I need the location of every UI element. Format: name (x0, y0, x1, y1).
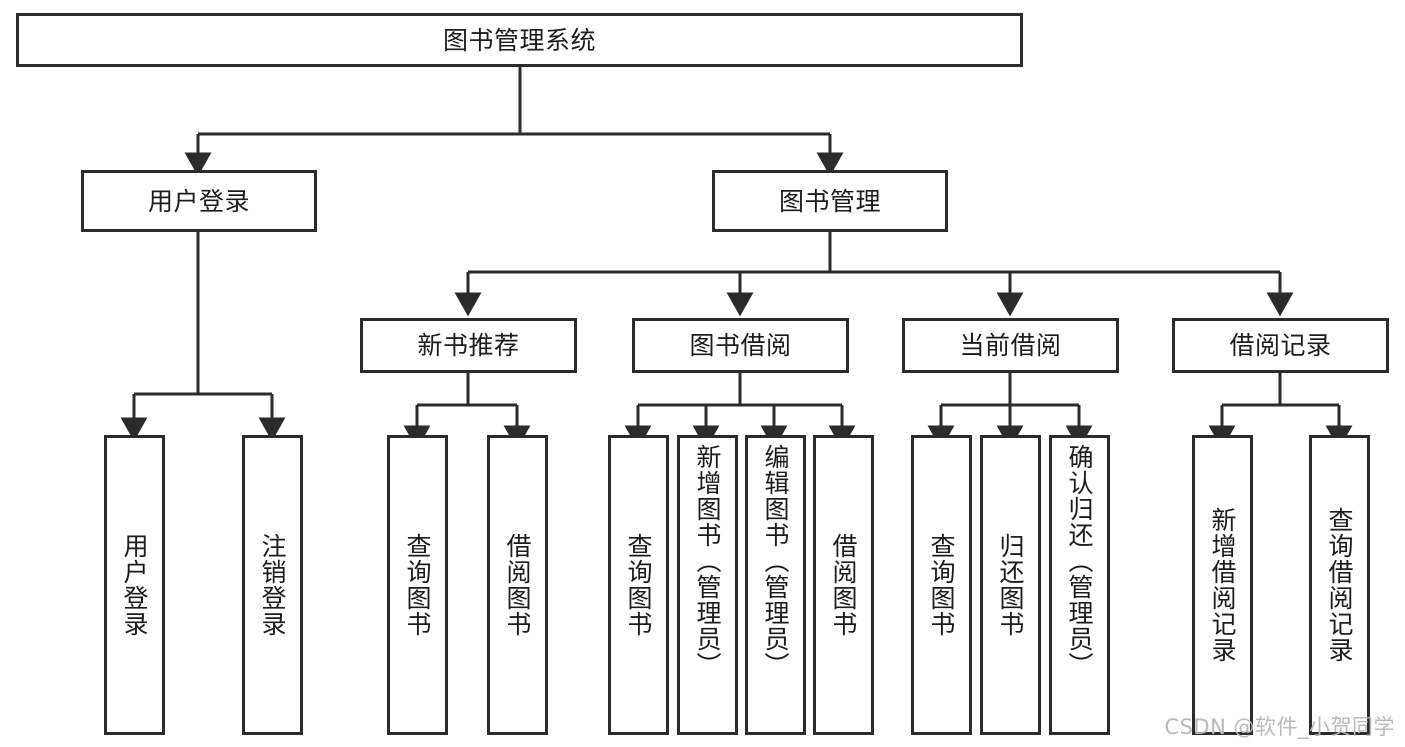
leaf-label: 借阅图书 (503, 533, 532, 637)
node-book-management[interactable]: 图书管理 (712, 170, 948, 232)
node-current-borrow[interactable]: 当前借阅 (902, 318, 1119, 373)
leaf-borrow-record-query-record[interactable]: 查询借阅记录 (1309, 435, 1370, 735)
leaf-label: 确认归还（管理员） (1065, 444, 1094, 678)
leaf-current-borrow-return-book[interactable]: 归还图书 (980, 435, 1041, 735)
node-label: 图书管理 (778, 186, 881, 216)
node-new-book-recommend[interactable]: 新书推荐 (360, 318, 577, 373)
leaf-label: 借阅图书 (829, 533, 858, 637)
leaf-book-borrow-edit-book-admin[interactable]: 编辑图书（管理员） (745, 435, 806, 735)
leaf-label: 新增借阅记录 (1208, 507, 1237, 663)
node-label: 用户登录 (147, 186, 250, 216)
leaf-new-book-borrow-book[interactable]: 借阅图书 (487, 435, 548, 735)
node-label: 图书借阅 (689, 331, 792, 360)
leaf-current-borrow-query-book[interactable]: 查询图书 (911, 435, 972, 735)
node-label: 借阅记录 (1229, 331, 1332, 360)
leaf-label: 用户登录 (120, 533, 149, 637)
node-label: 新书推荐 (417, 331, 520, 360)
leaf-user-login-login[interactable]: 用户登录 (104, 435, 165, 735)
leaf-new-book-query-book[interactable]: 查询图书 (387, 435, 448, 735)
leaf-user-login-logout[interactable]: 注销登录 (242, 435, 303, 735)
watermark-text: CSDN @软件_小贺同学 (1164, 715, 1395, 739)
node-root-book-management-system[interactable]: 图书管理系统 (16, 13, 1023, 67)
leaf-book-borrow-query-book[interactable]: 查询图书 (608, 435, 669, 735)
node-user-login[interactable]: 用户登录 (81, 170, 317, 232)
leaf-label: 查询图书 (927, 533, 956, 637)
leaf-label: 查询图书 (403, 533, 432, 637)
node-borrow-record[interactable]: 借阅记录 (1172, 318, 1389, 373)
node-book-borrow[interactable]: 图书借阅 (632, 318, 849, 373)
node-label: 图书管理系统 (442, 25, 596, 55)
node-label: 当前借阅 (959, 331, 1062, 360)
leaf-borrow-record-add-record[interactable]: 新增借阅记录 (1192, 435, 1253, 735)
leaf-book-borrow-add-book-admin[interactable]: 新增图书（管理员） (677, 435, 738, 735)
leaf-book-borrow-borrow-book[interactable]: 借阅图书 (813, 435, 874, 735)
leaf-label: 查询图书 (624, 533, 653, 637)
leaf-label: 新增图书（管理员） (693, 444, 722, 678)
leaf-label: 编辑图书（管理员） (761, 444, 790, 678)
leaf-label: 注销登录 (258, 533, 287, 637)
leaf-current-borrow-confirm-return-admin[interactable]: 确认归还（管理员） (1049, 435, 1110, 735)
leaf-label: 归还图书 (996, 533, 1025, 637)
leaf-label: 查询借阅记录 (1325, 507, 1354, 663)
